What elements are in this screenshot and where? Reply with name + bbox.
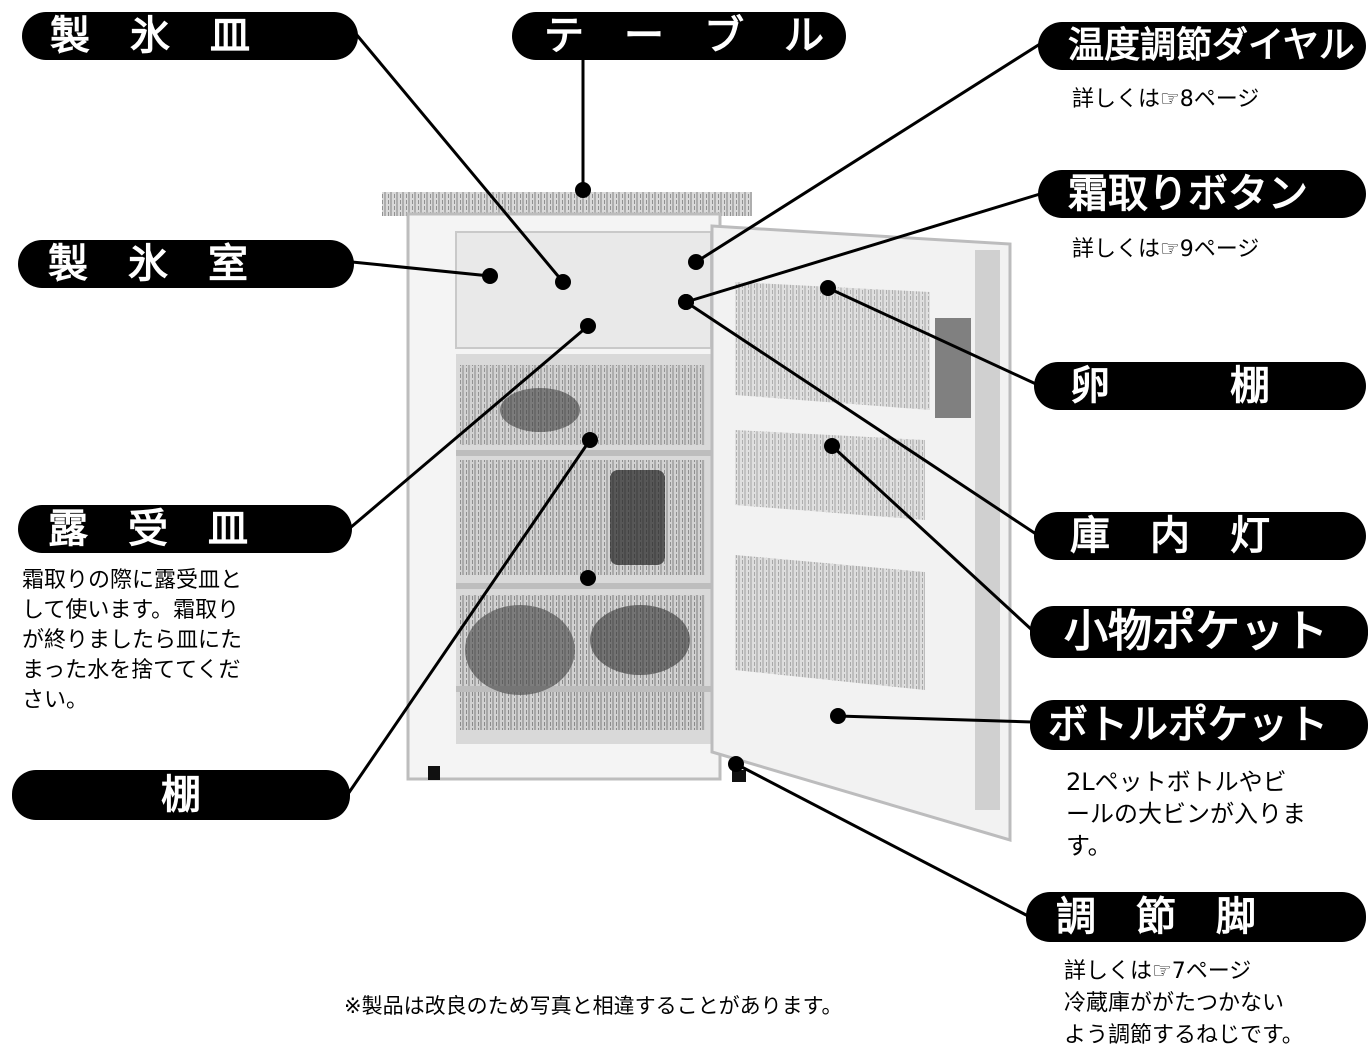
footnote: ※製品は改良のため写真と相違することがあります。 (344, 994, 843, 1018)
note-bottle-pocket: 2Lペットボトルやビ ールの大ビンが入りま す。 (1066, 766, 1306, 862)
note-drip-tray: 霜取りの際に露受皿と して使います。霜取り が終りましたら皿にた まった水を捨て… (22, 566, 242, 716)
shelf-line (456, 686, 711, 692)
table-top (382, 192, 752, 216)
leader-line-defrost-button (685, 192, 1041, 304)
label-defrost-button-text: 霜取りボタン (1068, 171, 1308, 217)
note-line: す。 (1066, 832, 1112, 860)
label-small-pocket-text: 小物ポケット (1064, 606, 1328, 657)
note-line: ールの大ビンが入りま (1066, 800, 1306, 828)
leader-dot-shelf (582, 432, 598, 448)
label-ice-room: 製 氷 室 (18, 240, 354, 288)
leader-dot-shelf-2 (580, 570, 596, 586)
label-drip-tray: 露 受 皿 (18, 505, 352, 553)
note-adjust-foot: 詳しくは☞7ページ 冷蔵庫ががたつかない よう調節するねじです。 (1064, 956, 1304, 1052)
leader-line-shelf (346, 439, 592, 795)
note-line: 霜取りの際に露受皿と (22, 568, 243, 593)
label-drip-tray-text: 露 受 皿 (48, 506, 248, 552)
label-bottle-pocket: ボトルポケット (1030, 700, 1368, 750)
leader-dot-adjust-foot (728, 756, 744, 772)
shelf-line (456, 583, 711, 589)
label-adjust-foot-text: 調 節 脚 (1056, 894, 1256, 940)
label-small-pocket: 小物ポケット (1030, 606, 1368, 658)
label-ice-room-text: 製 氷 室 (48, 241, 248, 287)
leader-dot-egg-shelf (820, 280, 836, 296)
note-line: が終りましたら皿にた (22, 628, 243, 653)
label-ice-tray-text: 製 氷 皿 (50, 13, 250, 59)
note-line: して使います。霜取り (22, 598, 240, 623)
label-defrost-button: 霜取りボタン (1038, 170, 1366, 218)
leader-dot-table (575, 182, 591, 198)
note-line: 2Lペットボトルやビ (1066, 768, 1287, 796)
note-line: まった水を捨ててくだ (22, 658, 241, 683)
leader-line-egg-shelf (827, 286, 1037, 386)
label-table-text: テ ー ブ ル (544, 13, 824, 59)
leader-line-bottle-pocket (837, 714, 1033, 724)
label-shelf-text: 棚 (161, 772, 201, 818)
label-shelf: 棚 (12, 770, 350, 820)
leader-dot-bottle-pocket (830, 708, 846, 724)
leader-dot-interior-light (678, 294, 694, 310)
leader-line-interior-light (685, 300, 1037, 536)
leader-dot-ice-tray (555, 274, 571, 290)
label-table: テ ー ブ ル (512, 12, 846, 60)
leader-line-ice-tray (354, 33, 565, 283)
note-line: 冷蔵庫ががたつかない (1064, 991, 1285, 1016)
label-egg-shelf: 卵 棚 (1034, 362, 1366, 410)
leader-line-adjust-foot (735, 762, 1029, 918)
leader-dot-small-pocket (824, 438, 840, 454)
note-line: さい。 (22, 688, 89, 713)
foot (732, 770, 746, 782)
leader-dot-ice-room (482, 268, 498, 284)
note-line: よう調節するねじです。 (1064, 1023, 1304, 1048)
leader-dot-temp-dial (688, 254, 704, 270)
leader-line-small-pocket (830, 444, 1034, 632)
label-ice-tray: 製 氷 皿 (22, 12, 358, 60)
leader-line-temp-dial (695, 42, 1041, 264)
note-line: 詳しくは☞7ページ (1064, 959, 1252, 984)
leader-dot-drip-tray (580, 318, 596, 334)
foot (428, 766, 440, 780)
note-temp-dial: 詳しくは☞8ページ (1072, 87, 1260, 112)
label-temp-dial-text: 温度調節ダイヤル (1068, 25, 1355, 66)
note-defrost-button: 詳しくは☞9ページ (1072, 237, 1260, 262)
label-interior-light: 庫 内 灯 (1034, 512, 1366, 560)
label-interior-light-text: 庫 内 灯 (1070, 513, 1270, 559)
leader-line-drip-tray (349, 324, 589, 530)
label-temp-dial: 温度調節ダイヤル (1038, 22, 1366, 70)
label-bottle-pocket-text: ボトルポケット (1048, 702, 1328, 748)
leader-line-ice-room (351, 260, 491, 278)
label-adjust-foot: 調 節 脚 (1026, 892, 1366, 942)
label-egg-shelf-text: 卵 棚 (1070, 363, 1270, 409)
shelf-line (456, 450, 711, 456)
